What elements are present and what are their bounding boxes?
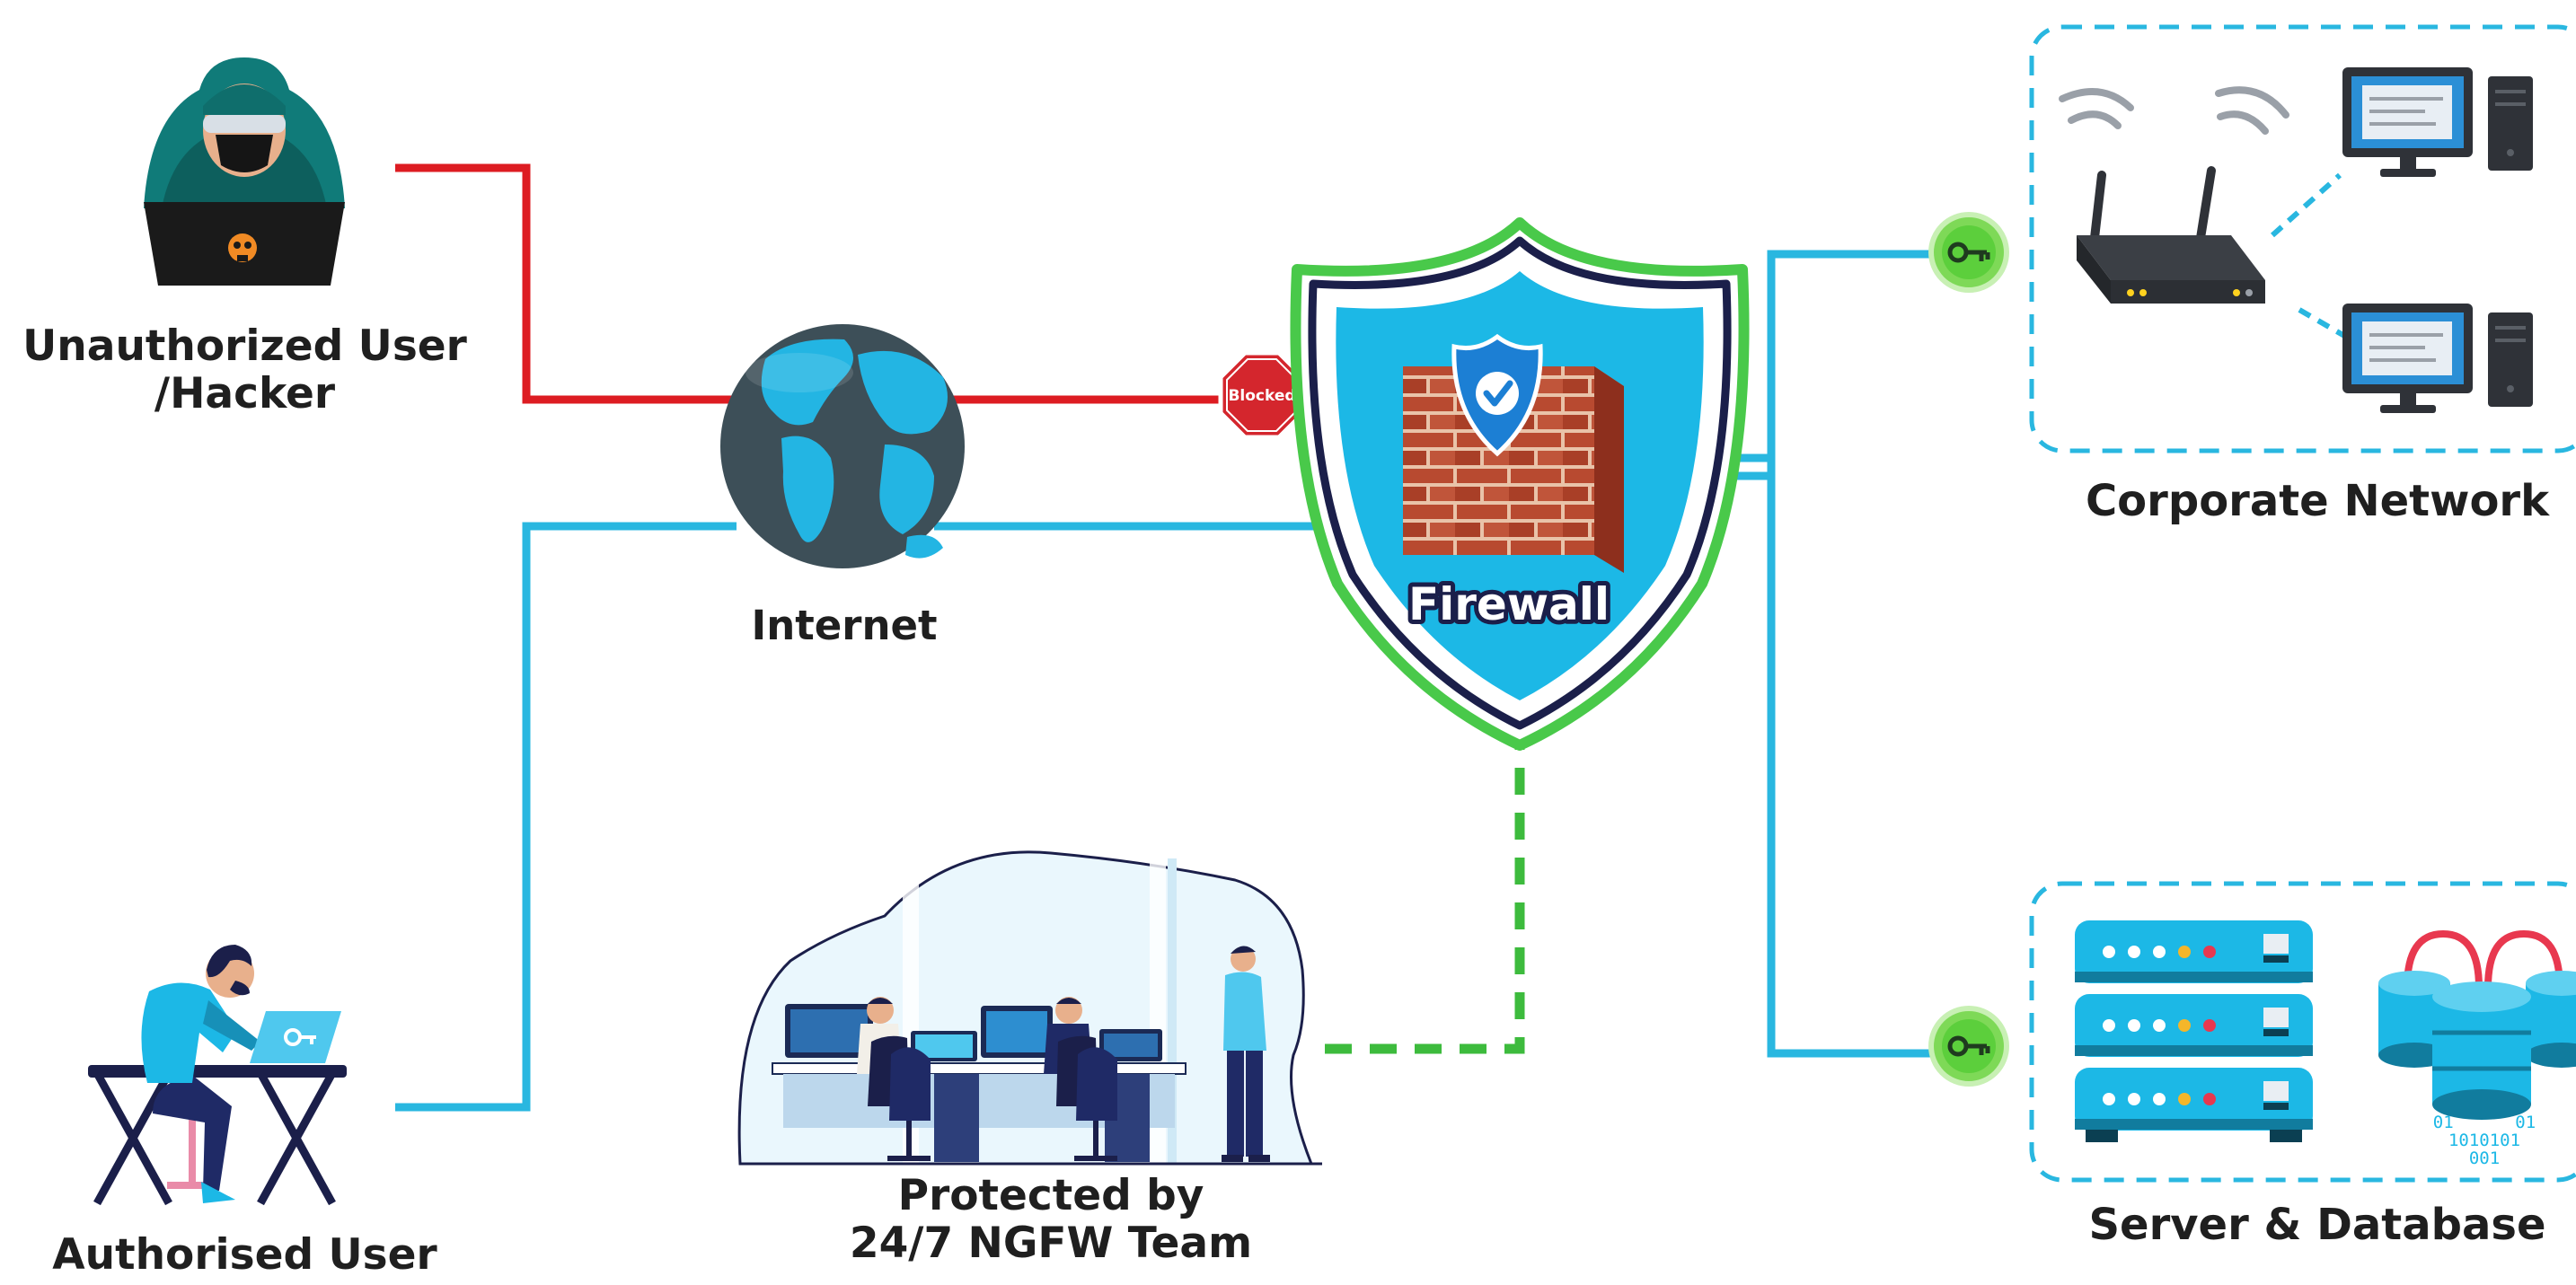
monitoring-path (1325, 747, 1525, 1054)
database-icon (2378, 929, 2576, 1120)
binary-line-3: 001 (2469, 1149, 2500, 1168)
globe-icon (720, 324, 965, 568)
check-shield-icon (1451, 333, 1543, 457)
hacker-label-line-1: Unauthorized User (22, 321, 467, 371)
server-database-box (2029, 881, 2576, 1183)
server-database-label: Server & Database (2088, 1200, 2546, 1250)
hacker-label-line-2: /Hacker (154, 368, 336, 418)
team-label-line-2: 24/7 NGFW Team (849, 1218, 1253, 1268)
server-rack-icon (2075, 920, 2313, 1142)
binary-line-2: 1010101 (2448, 1131, 2520, 1150)
hacker-icon (144, 57, 345, 286)
firewall-label: Firewall (1408, 578, 1610, 630)
binary-line-1: 01 01 (2433, 1113, 2536, 1132)
user-laptop-icon (88, 945, 347, 1206)
authorised-user-label: Authorised User (52, 1230, 437, 1280)
corporate-network-label: Corporate Network (2085, 476, 2550, 526)
operations-team-icon (737, 850, 1322, 1166)
corporate-network-box (2029, 24, 2576, 453)
router-icon (2059, 86, 2289, 304)
key-icon (1928, 1006, 2009, 1087)
hacker-label: Unauthorized User /Hacker (0, 321, 490, 418)
blocked-badge-label: Blocked (1228, 387, 1295, 405)
router-link-bottom (2298, 307, 2348, 339)
blocked-stop-icon: Blocked (1218, 350, 1306, 440)
internet-label: Internet (751, 602, 938, 649)
computer-icon (2342, 67, 2533, 177)
router-link-top (2271, 172, 2342, 238)
team-label-line-1: Protected by (897, 1171, 1204, 1220)
computer-icon (2342, 304, 2533, 413)
key-icon (1928, 212, 2009, 293)
team-label: Protected by 24/7 NGFW Team (772, 1171, 1329, 1268)
